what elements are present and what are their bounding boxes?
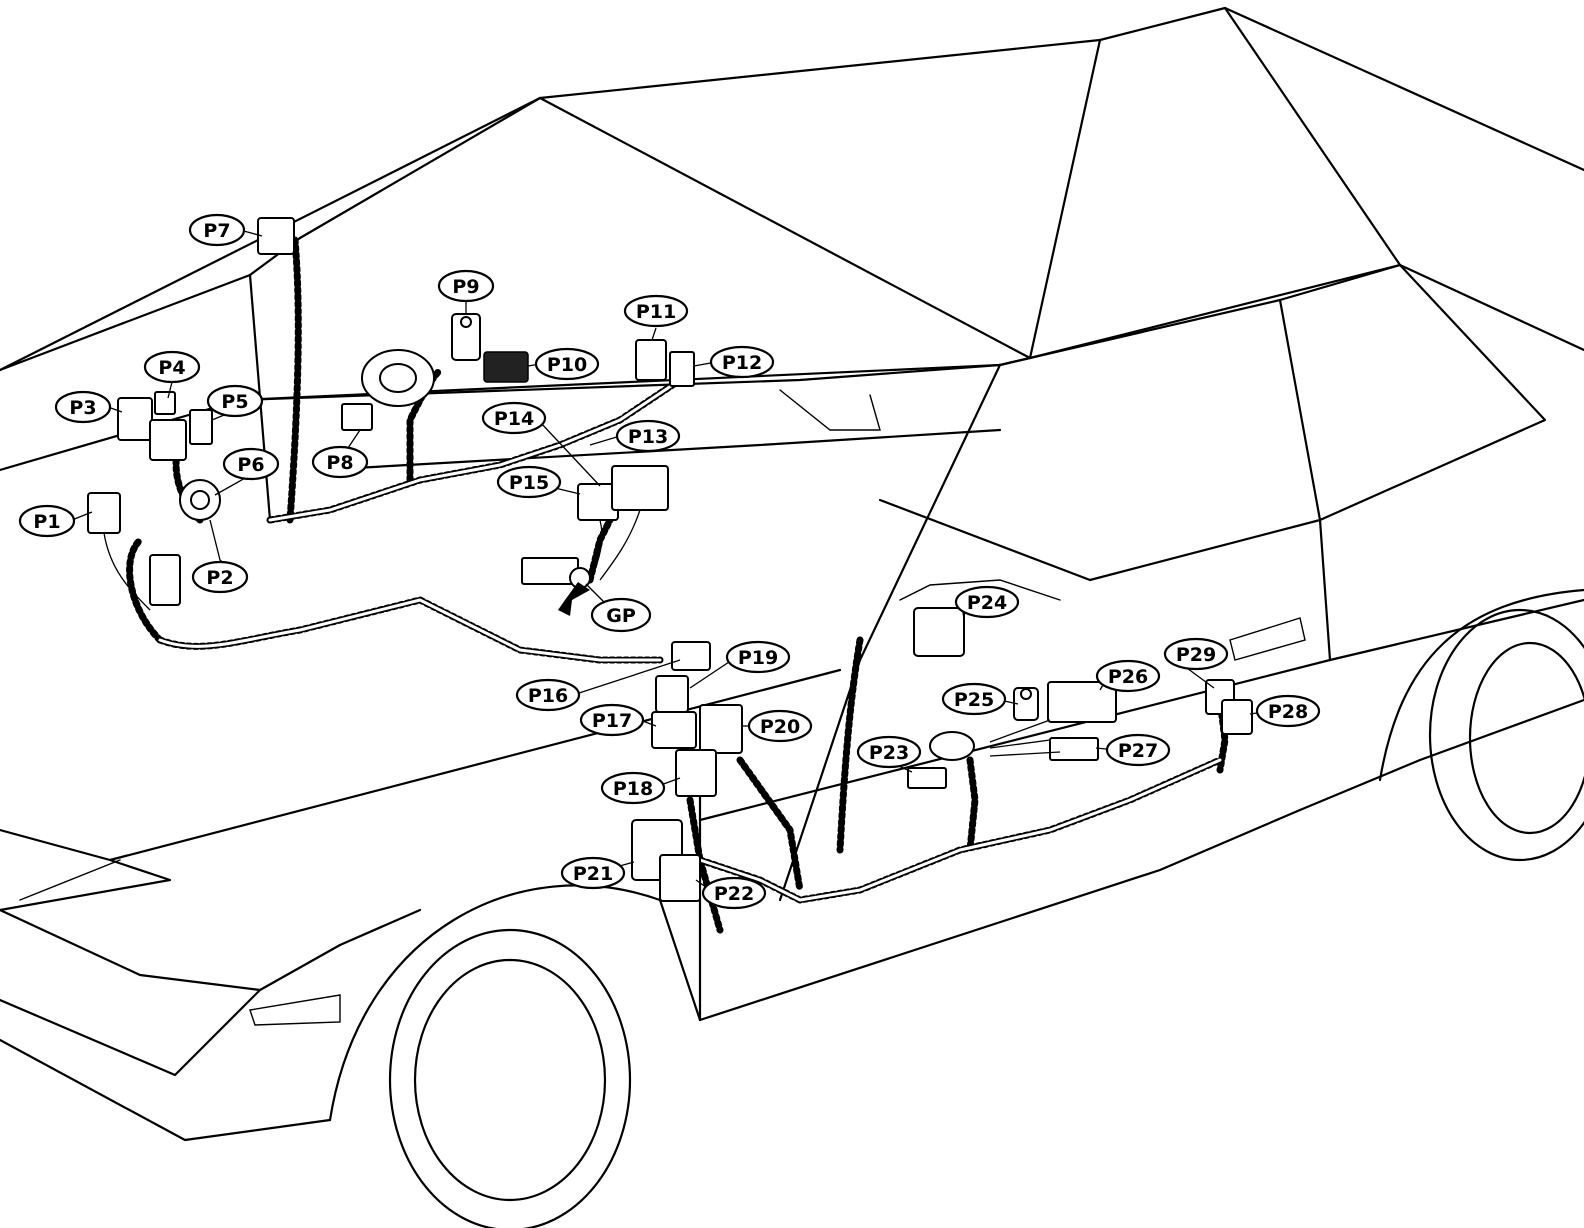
callout-p12: P12: [709, 345, 775, 379]
svg-text:P5: P5: [221, 391, 248, 413]
callout-p18: P18: [600, 771, 666, 805]
connector-p4: [154, 391, 176, 415]
svg-text:P1: P1: [33, 511, 60, 533]
connector-p11: [635, 339, 667, 381]
connector-p8: [341, 403, 373, 431]
svg-text:P25: P25: [954, 689, 994, 711]
connector-p26: [1047, 681, 1117, 723]
svg-text:P29: P29: [1176, 644, 1216, 666]
car-body-outline: [0, 6, 1584, 1228]
svg-text:P26: P26: [1108, 666, 1148, 688]
callout-p15: P15: [496, 465, 562, 499]
callouts: P1 P2 P3 P4 P5 P6 P7 P8: [18, 213, 1321, 910]
connector-p12: [669, 351, 695, 387]
svg-text:P2: P2: [206, 567, 233, 589]
callout-p9: P9: [437, 269, 495, 303]
connector-p5b: [189, 409, 213, 445]
connector-p23: [907, 767, 947, 789]
svg-text:P9: P9: [452, 276, 479, 298]
svg-text:P18: P18: [613, 778, 653, 800]
svg-text:P15: P15: [509, 472, 549, 494]
callout-p16: P16: [515, 678, 581, 712]
connector-p2: [149, 554, 181, 606]
callout-p19: P19: [725, 640, 791, 674]
callout-p27: P27: [1105, 733, 1171, 767]
ground-point-arrow: [558, 582, 590, 616]
svg-text:P12: P12: [722, 352, 762, 374]
callout-p11: P11: [623, 294, 689, 328]
callout-p6: P6: [222, 447, 280, 481]
svg-text:P22: P22: [714, 883, 754, 905]
connector-p28: [1221, 699, 1253, 735]
svg-text:P21: P21: [573, 863, 613, 885]
callout-p17: P17: [579, 703, 645, 737]
callout-p21: P21: [560, 856, 626, 890]
svg-text:P3: P3: [69, 397, 96, 419]
connector-p13: [611, 465, 669, 511]
connector-p27: [1049, 737, 1099, 761]
callout-p10: P10: [534, 347, 600, 381]
callout-p2: P2: [191, 560, 249, 594]
connector-p20: [699, 704, 743, 754]
callout-p29: P29: [1163, 637, 1229, 671]
connector-p3: [117, 397, 153, 441]
callout-p3: P3: [54, 390, 112, 424]
connector-p18: [675, 749, 717, 797]
callout-p14: P14: [481, 401, 547, 435]
connector-p19: [655, 675, 689, 713]
svg-text:GP: GP: [606, 605, 636, 627]
callout-p25: P25: [941, 682, 1007, 716]
connector-p16: [671, 641, 711, 671]
svg-text:P14: P14: [494, 408, 534, 430]
svg-text:P7: P7: [203, 220, 230, 242]
svg-text:P27: P27: [1118, 740, 1158, 762]
grommet-p23: [929, 731, 975, 761]
connector-p22: [659, 854, 701, 902]
connector-p17: [651, 711, 697, 749]
svg-text:P11: P11: [636, 301, 676, 323]
callout-p28: P28: [1255, 694, 1321, 728]
svg-text:P6: P6: [237, 454, 264, 476]
svg-text:P17: P17: [592, 710, 632, 732]
connector-p7: [257, 217, 295, 255]
callout-p4: P4: [143, 350, 201, 384]
connector-p10: [483, 351, 529, 383]
callout-p20: P20: [747, 709, 813, 743]
svg-text:P13: P13: [628, 426, 668, 448]
connector-p1: [87, 492, 121, 534]
connector-p24: [913, 607, 965, 657]
svg-text:P24: P24: [967, 592, 1007, 614]
callout-p23: P23: [856, 735, 922, 769]
svg-text:P10: P10: [547, 354, 587, 376]
connectors: [87, 217, 1253, 902]
callout-p7: P7: [188, 213, 246, 247]
svg-text:P23: P23: [869, 742, 909, 764]
svg-text:P19: P19: [738, 647, 778, 669]
leader-lines: [71, 229, 1265, 891]
callout-p8: P8: [311, 445, 369, 479]
callout-p1: P1: [18, 504, 76, 538]
svg-text:P16: P16: [528, 685, 568, 707]
callout-gp: GP: [590, 597, 652, 633]
svg-text:P8: P8: [326, 452, 353, 474]
callout-p5: P5: [206, 384, 264, 418]
svg-text:P4: P4: [158, 357, 185, 379]
callout-p22: P22: [701, 876, 767, 910]
callout-p13: P13: [615, 419, 681, 453]
svg-text:P20: P20: [760, 716, 800, 738]
callout-p26: P26: [1095, 659, 1161, 693]
connector-p5: [149, 419, 187, 461]
svg-text:P28: P28: [1268, 701, 1308, 723]
callout-p24: P24: [954, 585, 1020, 619]
